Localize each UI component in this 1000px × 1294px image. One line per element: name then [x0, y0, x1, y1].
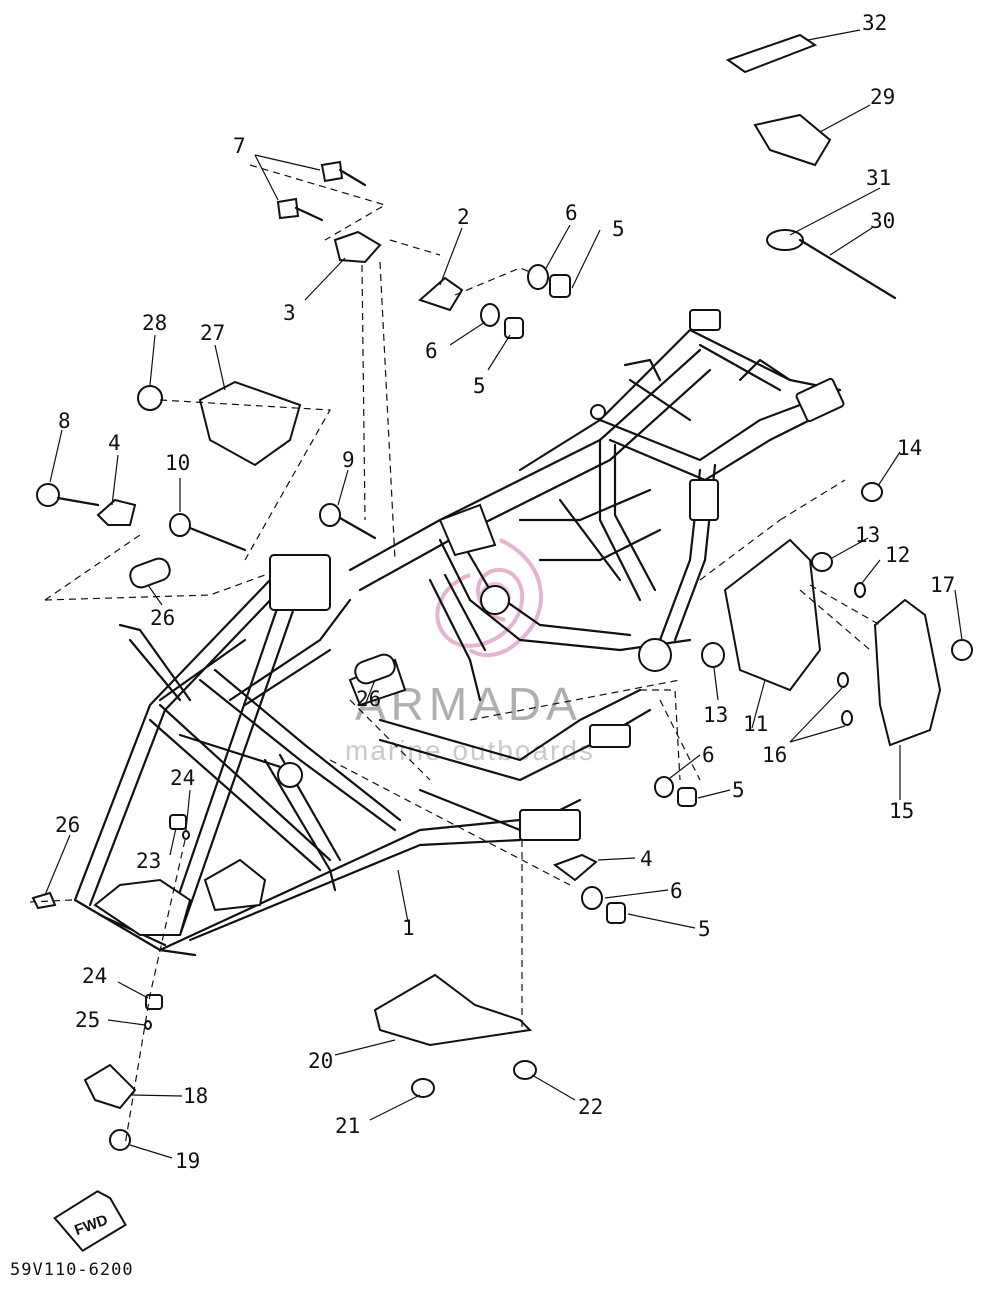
callout-26-mid: 26: [356, 687, 381, 711]
loose-parts: FWD: [31, 33, 973, 1253]
watermark: ARMADA marine outboards: [345, 538, 593, 766]
callout-labels: 32 29 31 30 7 3 2 6 5 6 5 27 28 8 4 10 9…: [55, 11, 955, 1173]
callout-5-right: 5: [732, 778, 745, 802]
callout-6-bottom: 6: [670, 879, 683, 903]
callout-28: 28: [142, 311, 167, 335]
callout-2: 2: [457, 205, 470, 229]
callout-6-right: 6: [702, 743, 715, 767]
callout-6-top: 6: [565, 201, 578, 225]
callout-11: 11: [743, 712, 768, 736]
callout-32: 32: [862, 11, 887, 35]
callout-3: 3: [283, 301, 296, 325]
callout-22: 22: [578, 1095, 603, 1119]
drawing-code: 59V110-6200: [10, 1260, 134, 1280]
callout-31: 31: [866, 166, 891, 190]
callout-5-bottom: 5: [698, 917, 711, 941]
callout-13-top: 13: [855, 523, 880, 547]
callout-14: 14: [897, 436, 922, 460]
callout-23-top: 23: [136, 849, 161, 873]
callout-27: 27: [200, 321, 225, 345]
fwd-arrow: FWD: [53, 1190, 127, 1253]
callout-5-top: 5: [612, 217, 625, 241]
callout-21: 21: [335, 1114, 360, 1138]
callout-10: 10: [165, 451, 190, 475]
assembly-lines: [29, 164, 881, 1146]
callout-24-top: 24: [170, 766, 195, 790]
callout-19: 19: [175, 1149, 200, 1173]
callout-7: 7: [233, 134, 246, 158]
callout-15: 15: [889, 799, 914, 823]
callout-30: 30: [870, 209, 895, 233]
callout-12: 12: [885, 543, 910, 567]
callout-24-bottom: 25: [75, 1008, 100, 1032]
callout-8: 8: [58, 409, 71, 433]
callout-9: 9: [342, 448, 355, 472]
callout-4-left: 4: [108, 431, 121, 455]
leader-lines: [44, 29, 963, 1159]
callout-18: 18: [183, 1084, 208, 1108]
callout-5-mid: 5: [473, 374, 486, 398]
callout-23-bottom: 24: [82, 964, 107, 988]
main-frame: [73, 309, 845, 957]
callout-1: 1: [402, 916, 415, 940]
callout-17: 17: [930, 573, 955, 597]
callout-16: 16: [762, 743, 787, 767]
callout-13-bottom: 13: [703, 703, 728, 727]
callout-25: 26: [55, 813, 80, 837]
callout-20: 20: [308, 1049, 333, 1073]
callout-29: 29: [870, 85, 895, 109]
callout-6-mid: 6: [425, 339, 438, 363]
callout-26-left: 26: [150, 606, 175, 630]
callout-4-right: 4: [640, 847, 653, 871]
